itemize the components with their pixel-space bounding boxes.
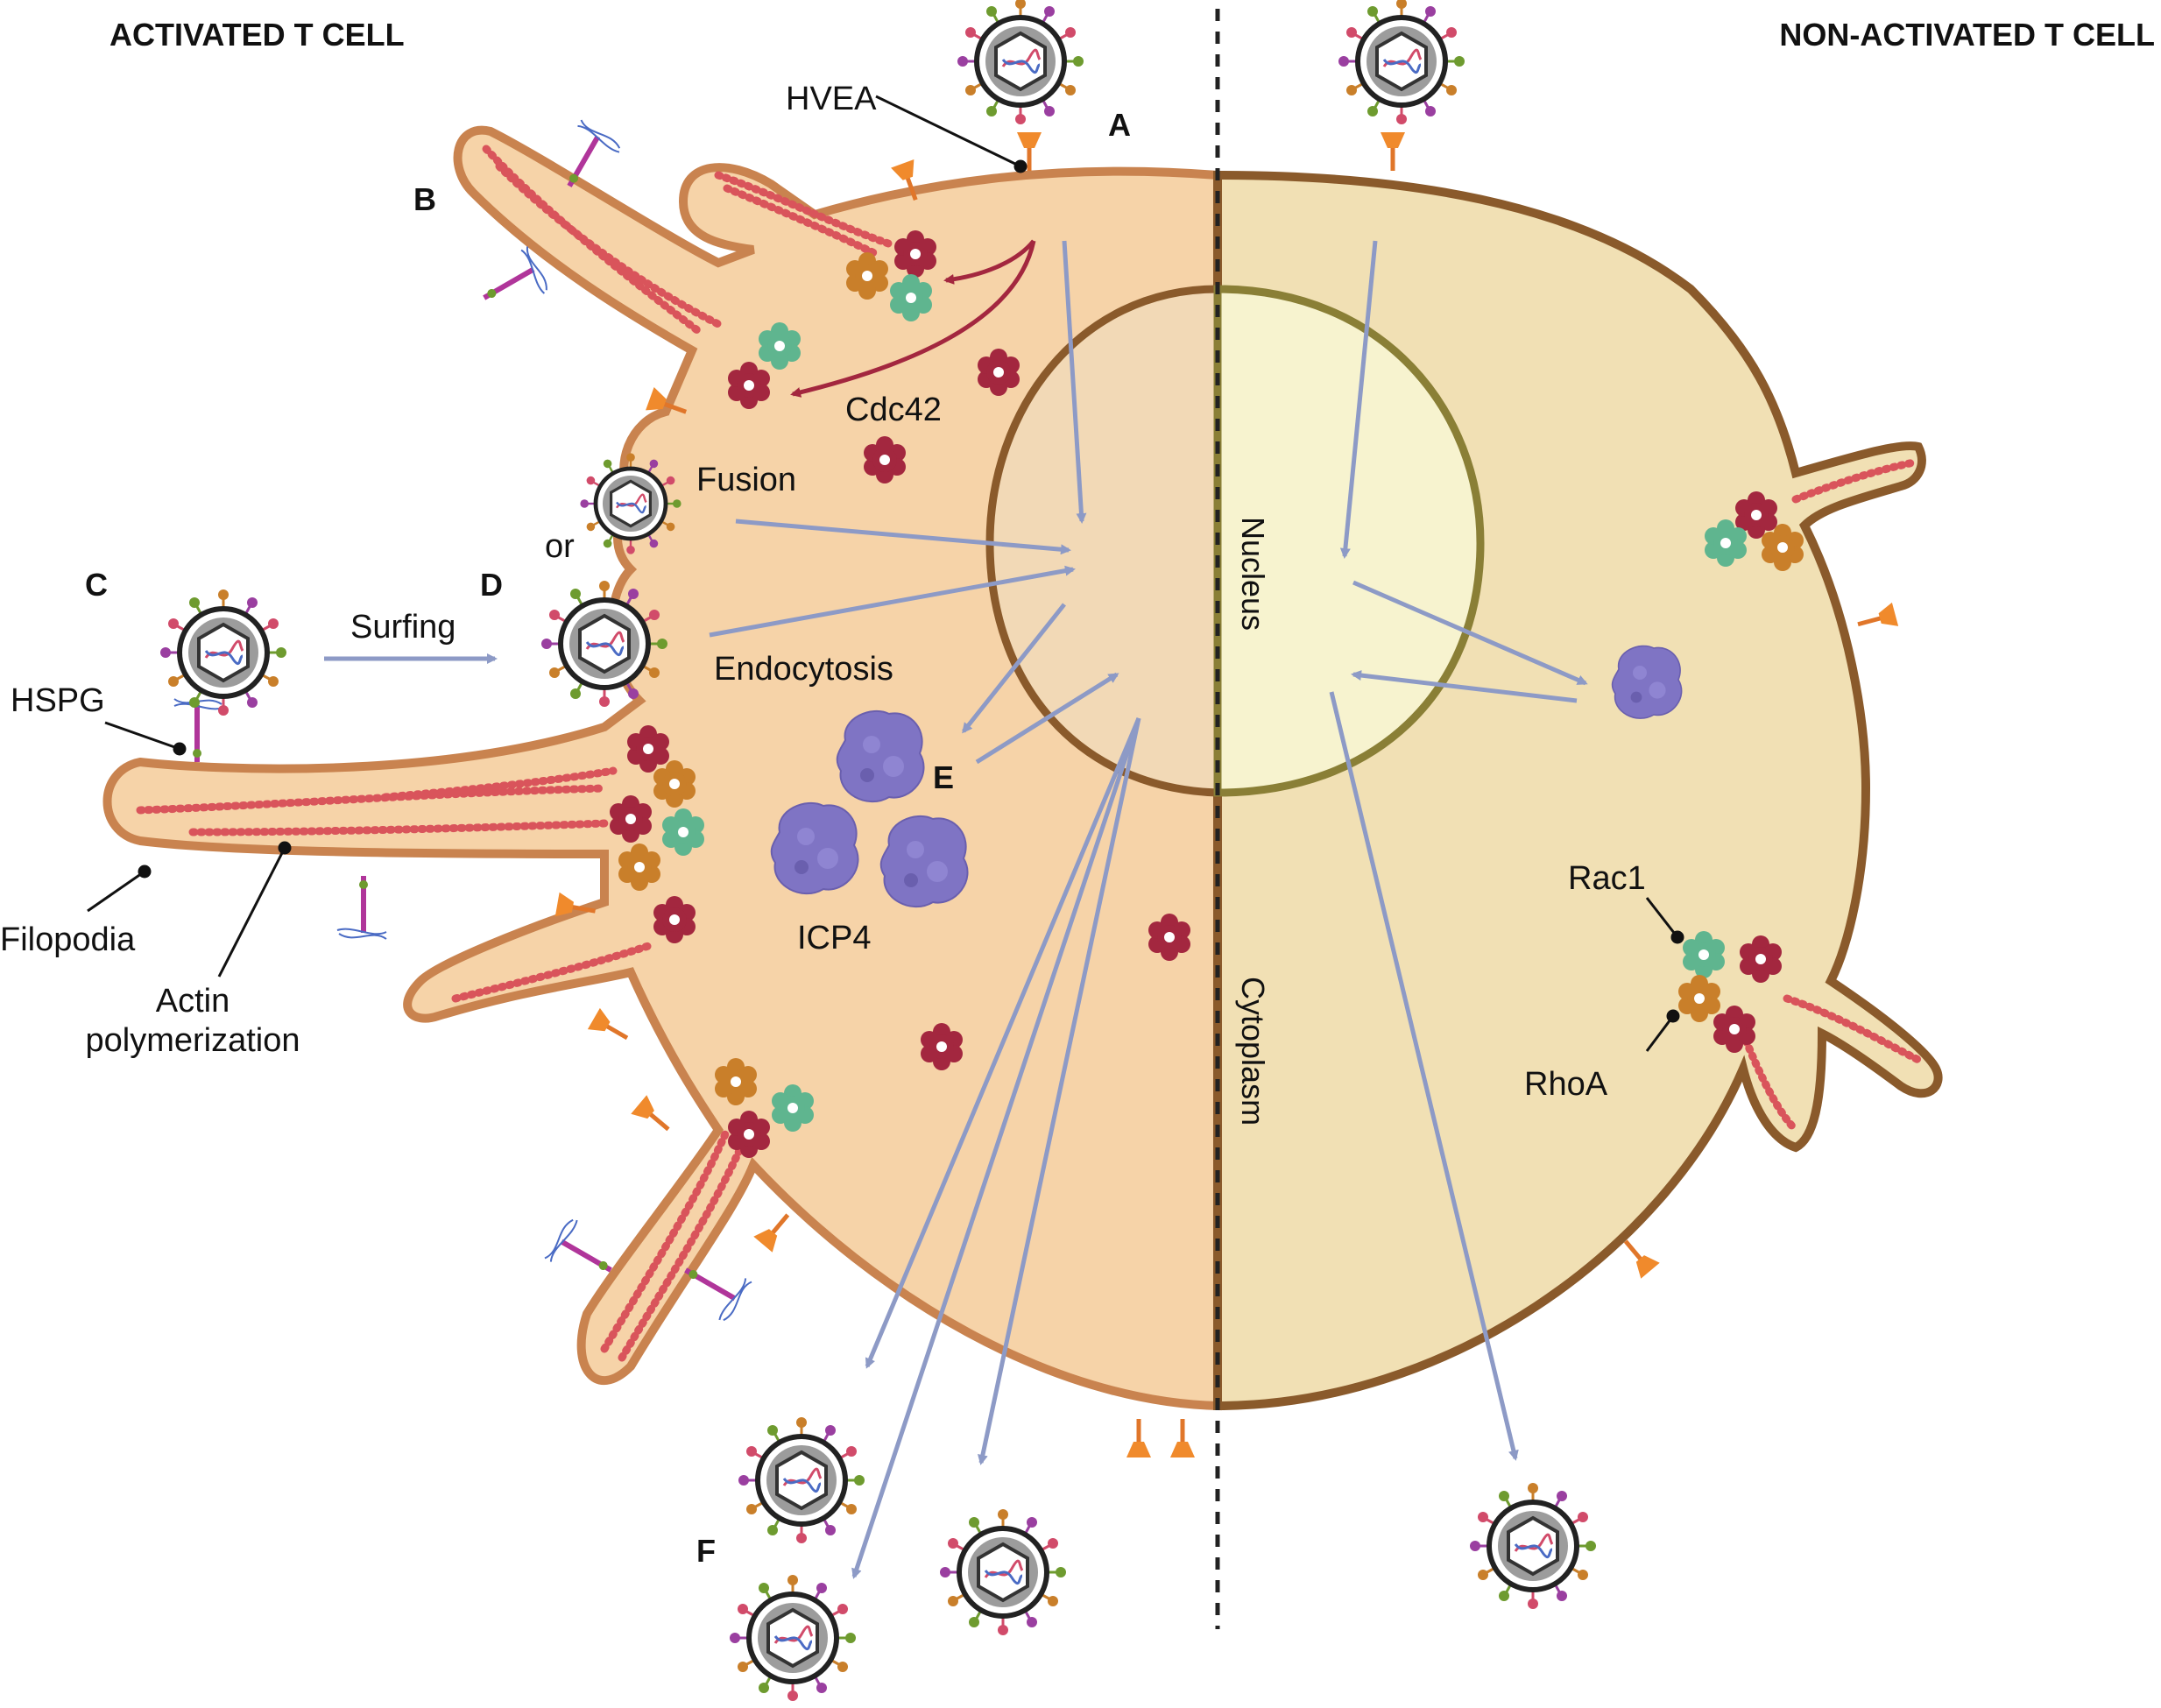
activated-t-cell xyxy=(102,125,1222,1411)
label-fusion: Fusion xyxy=(696,462,796,498)
label-nucleus: Nucleus xyxy=(1235,517,1271,631)
label-rhoa: RhoA xyxy=(1524,1066,1608,1103)
step-letter-f: F xyxy=(696,1533,716,1569)
label-polymerization: polymerization xyxy=(86,1022,300,1059)
label-rac1: Rac1 xyxy=(1568,860,1646,897)
label-hspg: HSPG xyxy=(11,682,105,719)
label-or: or xyxy=(545,528,575,565)
actin-filaments xyxy=(136,145,1923,1362)
step-letter-d: D xyxy=(480,567,503,603)
step-letter-b: B xyxy=(413,181,436,217)
label-actin: Actin xyxy=(156,983,230,1020)
label-surfing: Surfing xyxy=(350,609,456,646)
activated-cell-body xyxy=(102,125,1222,1411)
label-filopodia: Filopodia xyxy=(0,921,136,958)
label-cdc42: Cdc42 xyxy=(845,392,942,428)
header-non-activated: NON-ACTIVATED T CELL xyxy=(1779,17,2155,53)
nucleus xyxy=(985,285,1485,797)
step-letter-e: E xyxy=(933,759,954,795)
step-letter-c: C xyxy=(85,567,108,603)
signal-arrows xyxy=(790,239,1036,398)
label-hvea: HVEA xyxy=(786,81,877,117)
step-letter-a: A xyxy=(1108,107,1131,143)
label-cytoplasm: Cytoplasm xyxy=(1235,977,1271,1126)
leader-lines xyxy=(87,95,1684,1052)
header-activated: ACTIVATED T CELL xyxy=(109,17,405,53)
label-icp4: ICP4 xyxy=(797,920,871,956)
label-endocytosis: Endocytosis xyxy=(714,651,893,688)
flow-arrows xyxy=(324,240,1588,1579)
